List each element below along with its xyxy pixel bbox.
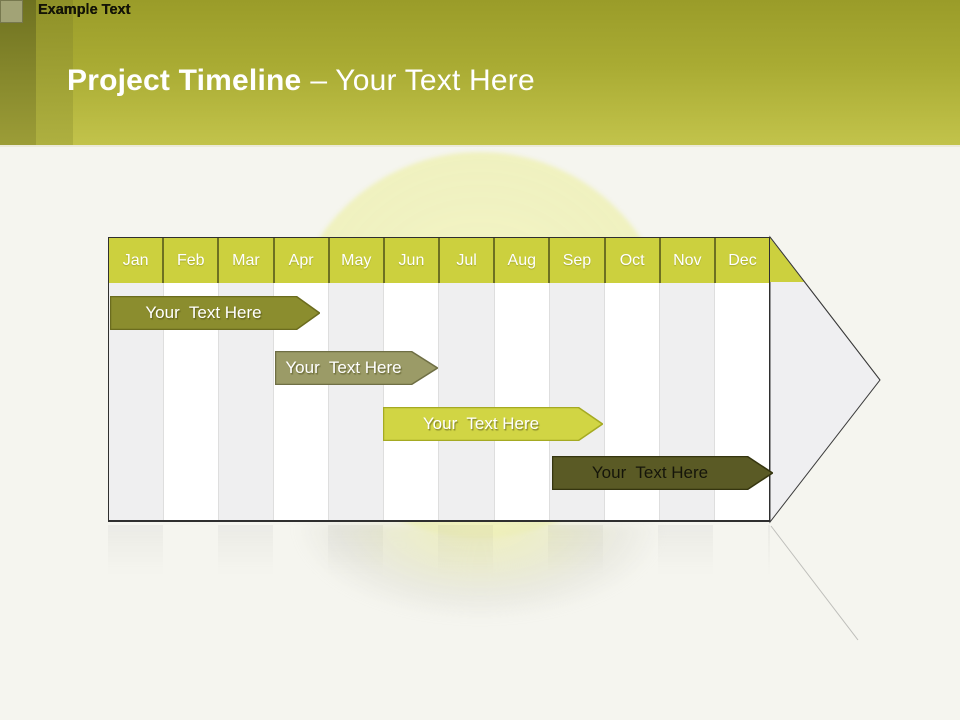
bar-label[interactable]: Your Text Here <box>285 358 402 377</box>
slide-title-bold: Project Timeline <box>67 64 302 97</box>
gantt-bar-1[interactable]: Your Text Here <box>110 296 320 330</box>
tennis-ball-reflection <box>270 523 690 713</box>
month-cell-nov: Nov <box>660 238 716 283</box>
table-reflection <box>108 525 770 580</box>
month-cell-apr: Apr <box>274 238 330 283</box>
month-cell-jun: Jun <box>384 238 441 283</box>
month-cell-may: May <box>329 238 385 283</box>
legend-swatch-grayolive <box>0 0 23 23</box>
slide-title-light: – Your Text Here <box>310 64 535 97</box>
month-cell-mar: Mar <box>219 238 275 283</box>
bar-label[interactable]: Your Text Here <box>591 463 709 482</box>
month-cell-aug: Aug <box>495 238 551 283</box>
gantt-bar-4[interactable]: Your Text Here <box>552 456 773 490</box>
month-cell-oct: Oct <box>605 238 661 283</box>
legend-label: Example Text <box>38 2 131 18</box>
month-cell-feb: Feb <box>164 238 220 283</box>
bar-label[interactable]: Your Text Here <box>422 414 540 433</box>
header-left-stripe-medium <box>36 0 73 145</box>
gantt-bar-2[interactable]: Your Text Here <box>275 351 438 385</box>
grid-column <box>329 283 385 520</box>
grid-column <box>384 283 440 520</box>
bar-label[interactable]: Your Text Here <box>145 303 262 322</box>
legend-label: Example Text <box>38 2 131 18</box>
grid-column <box>494 283 550 520</box>
month-cell-sep: Sep <box>550 238 606 283</box>
legend-label: Example Text <box>38 2 131 18</box>
month-header-row: Jan Feb Mar Apr May Jun Jul Aug Sep Oct … <box>109 238 770 283</box>
header-left-stripe-dark <box>0 0 36 145</box>
month-cell-jul: Jul <box>440 238 496 283</box>
grid-column <box>439 283 495 520</box>
legend-label: Example Text <box>38 2 131 18</box>
month-cell-jan: Jan <box>109 238 165 283</box>
header-band: Project Timeline– Your Text Here <box>0 0 960 147</box>
gantt-bar-3[interactable]: Your Text Here <box>383 407 603 441</box>
month-cell-dec: Dec <box>715 238 770 283</box>
slide-title[interactable]: Project Timeline– Your Text Here <box>67 64 535 98</box>
